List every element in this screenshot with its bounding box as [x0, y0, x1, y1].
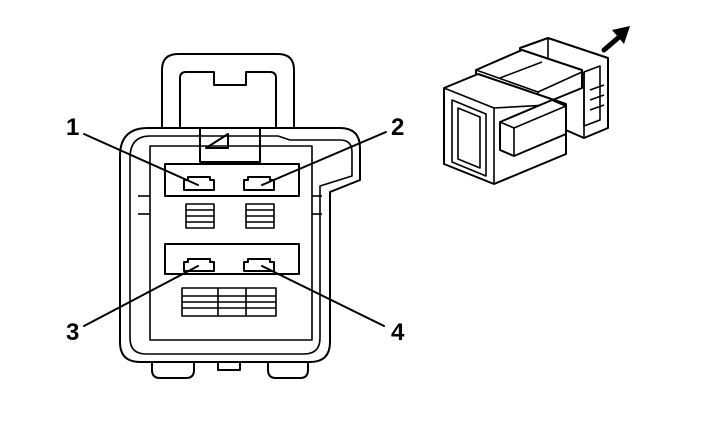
terminal-2 [243, 176, 275, 191]
leader-line-1 [83, 133, 199, 186]
pin-label-2: 2 [391, 114, 404, 141]
bottom-foot-center [217, 361, 241, 371]
key-notch [199, 127, 261, 163]
housing-inner-ring [129, 135, 353, 355]
pin-label-1: 1 [66, 114, 79, 141]
slot-block [245, 203, 275, 229]
bottom-foot-right [267, 361, 309, 379]
lower-terminal-row [164, 243, 300, 275]
upper-terminal-row [164, 163, 300, 197]
cavity-wall [149, 145, 313, 341]
side-tab [499, 99, 567, 157]
leader-line-2 [261, 131, 387, 186]
pin-label-4: 4 [391, 319, 405, 346]
latch-inner [179, 71, 277, 129]
slot-block [185, 203, 215, 229]
pin-label-3: 3 [66, 319, 79, 346]
terminal-1 [183, 176, 215, 191]
connector-face-view [119, 53, 361, 379]
polarity-triangle-icon [205, 133, 229, 149]
leader-line-3 [83, 265, 199, 327]
front-opening [451, 99, 487, 177]
leader-line-4 [261, 265, 385, 327]
bottom-foot-left [151, 361, 195, 379]
latch-outer [161, 53, 295, 128]
insertion-direction-arrow-icon [601, 26, 630, 53]
bottom-lock-block [181, 287, 277, 317]
connector-isometric-view [443, 37, 609, 185]
terminal-3 [183, 258, 215, 272]
